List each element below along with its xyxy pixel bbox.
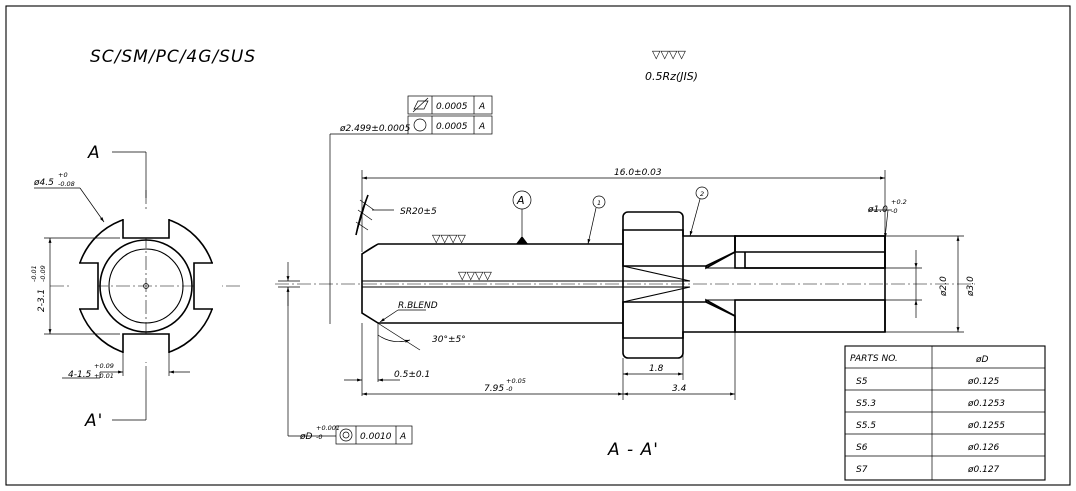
parts-table-cell: S6 [856,443,868,453]
fcf-concentricity-datum: A [399,432,406,442]
roughness-symbol: ▽▽▽▽ [652,48,686,61]
hole-dia-tol-upper: +0.2 [891,198,907,206]
tip-length-tol-lower: -0 [506,385,512,393]
parts-table-cell: S5.5 [856,421,876,431]
section-cut-label-top: A [87,143,101,163]
parts-table-cell: ø0.125 [967,377,1000,387]
section-view-label: A - A' [607,440,659,460]
fcf-concentricity: 0.0010 A [335,425,413,445]
section-slot-depth-tol-upper: -0.01 [30,265,38,282]
section-slot-width-tol-upper: +0.09 [94,362,114,370]
tube-wall-top [734,235,886,269]
parts-table-cell: ø0.1253 [967,399,1005,409]
surface-finish-symbol-top: ▽▽▽▽ [432,232,466,245]
chamfer-length-dim: 0.5±0.1 [394,370,430,380]
datum-label: A [516,194,525,207]
section-inner-circle [99,239,193,333]
section-outer-dia: ø4.5 [33,178,54,188]
bore-dia-tol-lower: -0 [316,433,322,441]
parts-table-cell: ø0.1255 [967,421,1005,431]
section-slot-width: 4-1.5 [68,370,92,380]
balloon-1-label: 1 [597,199,601,207]
parts-table-cell: ø0.127 [967,465,1000,475]
sheet-border [5,5,1071,486]
section-slot-depth-tol-lower: -0.09 [39,265,47,282]
flange-width-dim: 1.8 [649,364,664,374]
fcf-concentricity-value: 0.0010 [360,432,392,442]
surface-finish-symbol-mid: ▽▽▽▽ [458,269,492,282]
section-cut-label-bottom: A' [84,411,103,431]
parts-table-header-d: øD [975,355,989,365]
roughness-text: 0.5Rz(JIS) [645,70,698,83]
section-slot-width-tol-lower: +0.01 [94,372,114,380]
fcf-cylindricity-datum: A [478,102,485,112]
shaft-outline [361,243,623,324]
main-view: SR20±5 ▽▽▽▽ ▽▽▽▽ A 1 2 ø2.499±0.0005 0.0… [275,95,976,460]
angle-dim: 30°±5° [432,335,466,345]
parts-table-cell: S5 [856,377,868,387]
section-outer-dia-tol-lower: -0.08 [58,180,75,188]
fcf-circularity: 0.0005 A [407,115,493,135]
section-view: A A' ø4.5 +0 -0.08 2-3.1 -0.01 -0.09 4-1… [30,143,240,431]
shaft-dia-dim: ø2.499±0.0005 [339,124,411,134]
parts-table: PARTS NO. øD S5 ø0.125 S5.3 ø0.1253 S5.5… [844,345,1046,481]
tip-length-dim: 7.95 [484,384,504,394]
inner-dia-dim: ø2.0 [939,276,949,297]
parts-table-header-no: PARTS NO. [850,354,898,364]
blend-note: R.BLEND [398,301,438,311]
parts-table-cell: S5.3 [856,399,876,409]
overall-length-dim: 16.0±0.03 [614,168,662,178]
bore-dia-tol-upper: +0.001 [316,424,340,432]
hub-flange [622,211,684,359]
parts-table-cell: ø0.126 [967,443,1000,453]
step-length-dim: 3.4 [672,384,687,394]
section-slot-depth: 2-3.1 [37,289,47,312]
outer-dia-dim: ø3.0 [966,276,976,297]
balloon-2-label: 2 [700,190,704,198]
bore-dia-dim: øD [299,432,313,442]
sphere-radius-dim: SR20±5 [400,207,437,217]
fcf-cylindricity-value: 0.0005 [436,102,468,112]
material-text: SC/SM/PC/4G/SUS [90,47,256,67]
section-bore-circle [108,248,184,324]
parts-table-cell: S7 [856,465,868,475]
fcf-circularity-datum: A [478,122,485,132]
fcf-circularity-value: 0.0005 [436,122,468,132]
hole-dia-dim: ø1.0 [867,205,888,215]
fcf-cylindricity: 0.0005 A [407,95,493,115]
section-outer-dia-tol-upper: +0 [58,171,68,179]
tip-length-tol-upper: +0.05 [506,377,526,385]
hole-dia-tol-lower: -0 [891,207,897,215]
